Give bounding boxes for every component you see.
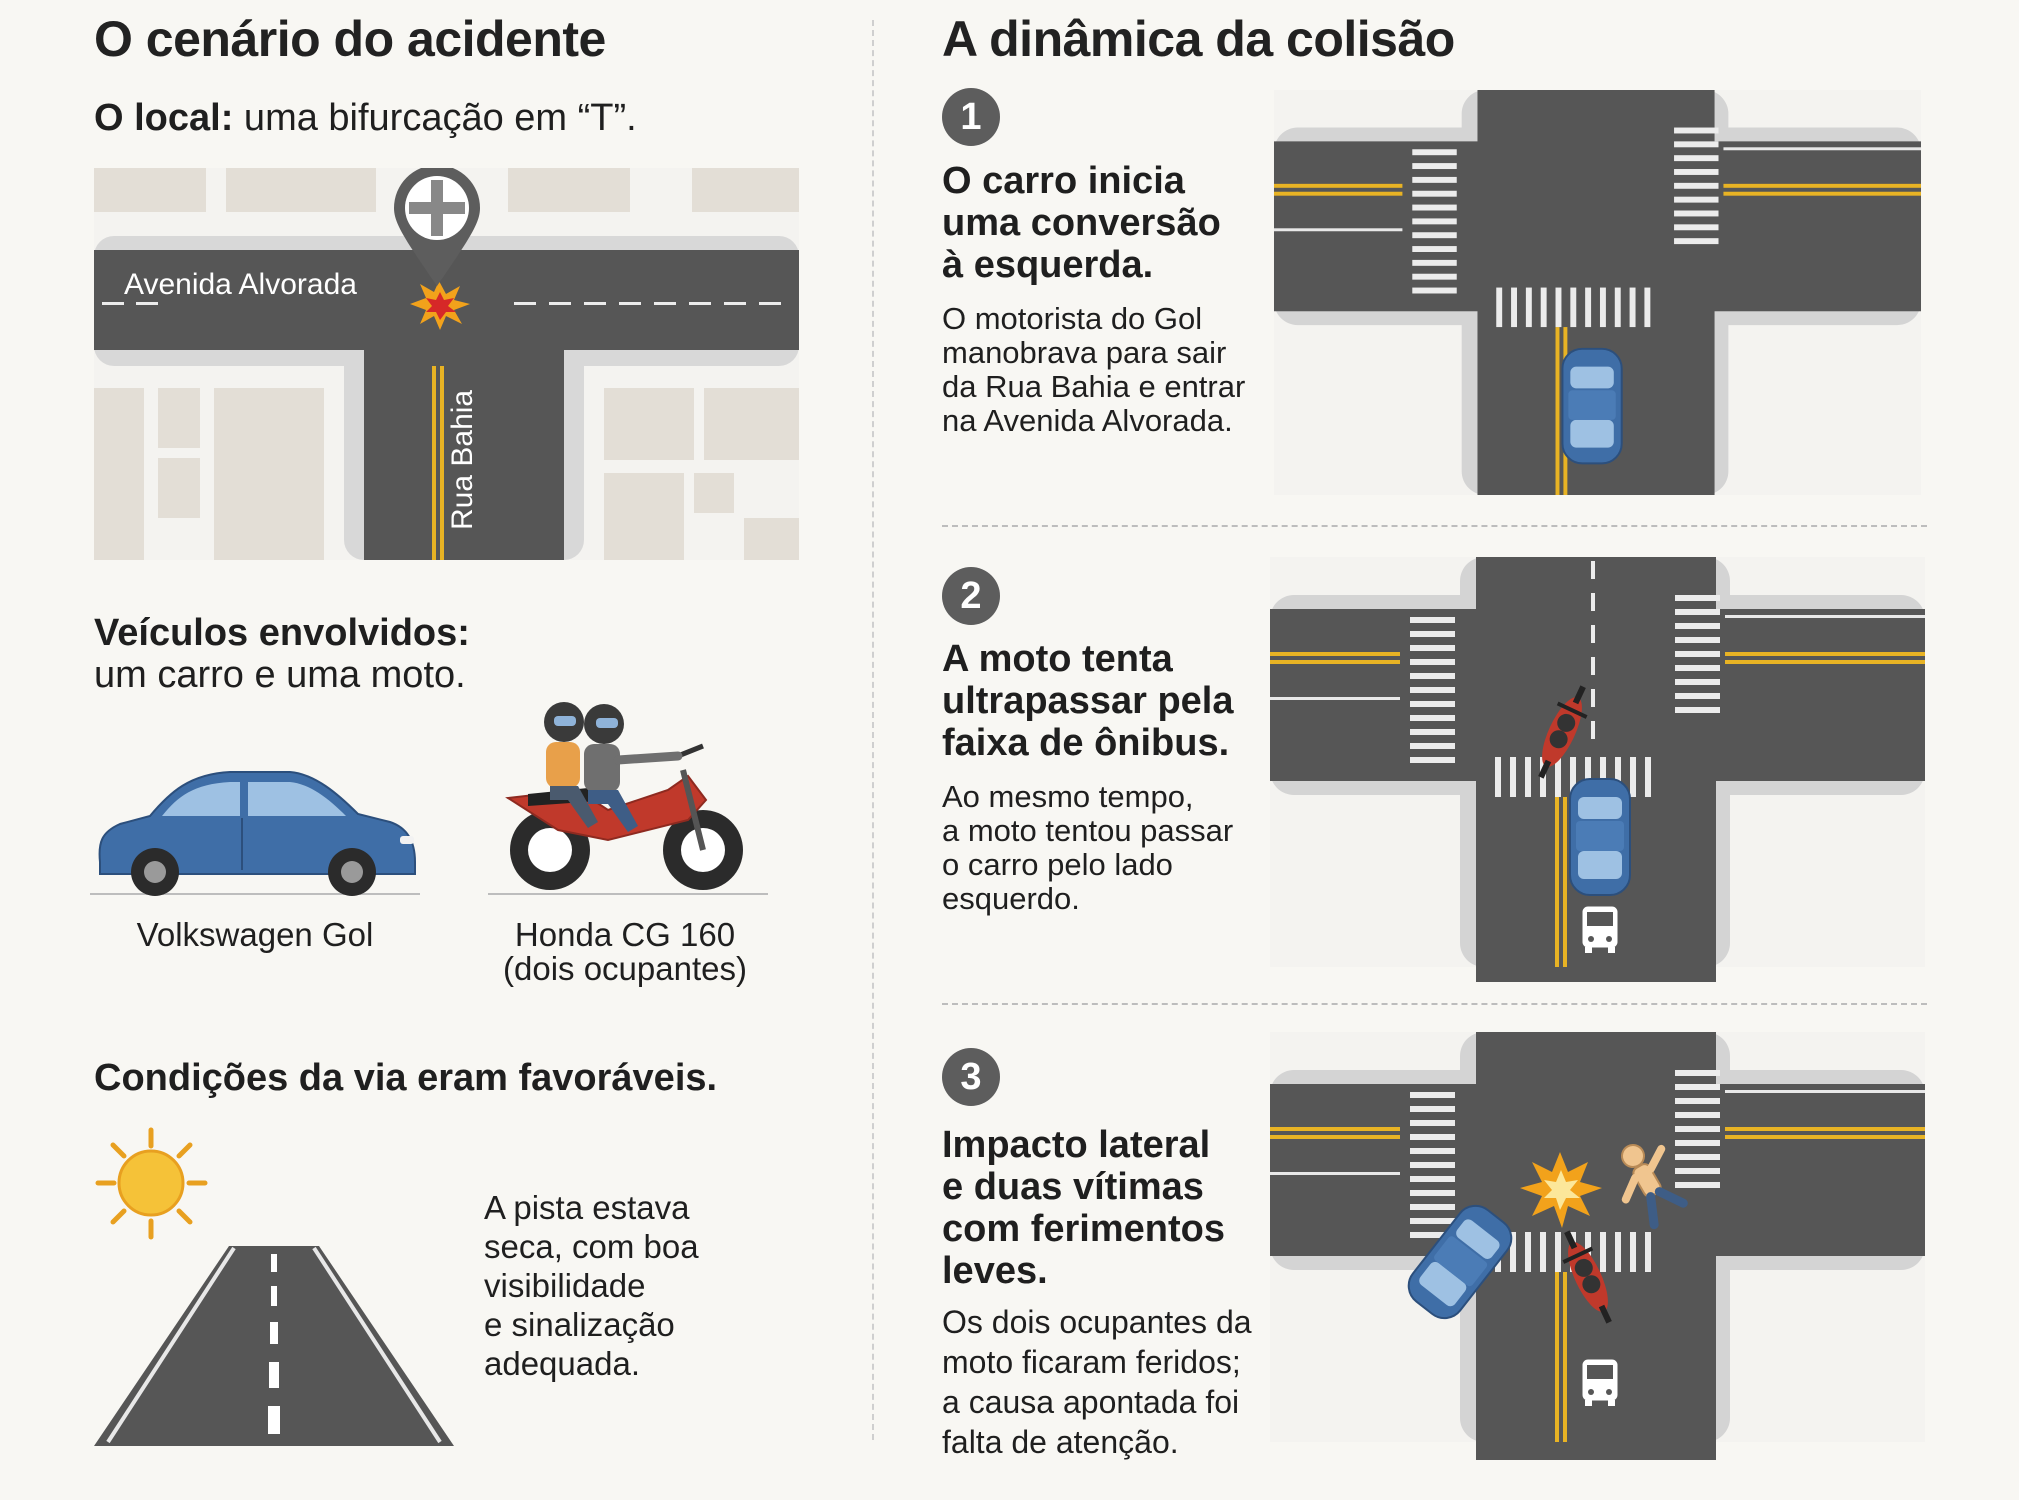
step-3-body-line: falta de atenção. bbox=[942, 1424, 1179, 1460]
column-divider bbox=[872, 20, 874, 1440]
step-2-body-line: o carro pelo lado bbox=[942, 847, 1173, 882]
road-icon bbox=[94, 1246, 454, 1446]
step-2-title-line: ultrapassar pela bbox=[942, 680, 1234, 722]
step-3-body-line: Os dois ocupantes da bbox=[942, 1304, 1252, 1340]
step-1-title-line: à esquerda. bbox=[942, 244, 1154, 286]
local-label: O local: bbox=[94, 97, 234, 139]
bus-lane-icon bbox=[1582, 1359, 1618, 1407]
step-3-title-line: com ferimentos bbox=[942, 1208, 1225, 1250]
step-3-title-line: leves. bbox=[942, 1250, 1048, 1292]
motorcycle-illustration bbox=[488, 702, 768, 895]
step-2-body: Ao mesmo tempo, a moto tentou passar o c… bbox=[942, 780, 1233, 916]
step-1-body-line: da Rua Bahia e entrar bbox=[942, 369, 1246, 404]
step-1-body-line: O motorista do Gol bbox=[942, 301, 1203, 336]
bus-lane-icon bbox=[1582, 906, 1618, 954]
moto-label-line1: Honda CG 160 bbox=[514, 916, 736, 953]
step-2-title: A moto tenta ultrapassar pela faixa de ô… bbox=[942, 638, 1233, 764]
sun-icon bbox=[95, 1127, 208, 1240]
step-2-body-line: Ao mesmo tempo, bbox=[942, 779, 1194, 814]
car-icon bbox=[1569, 778, 1631, 896]
vehicles-heading: Veículos envolvidos: um carro e uma moto… bbox=[94, 612, 470, 696]
step-1-body: O motorista do Gol manobrava para sair d… bbox=[942, 302, 1245, 438]
step-3-badge: 3 bbox=[942, 1048, 1000, 1106]
step-divider bbox=[942, 1003, 1927, 1005]
step-1-title-line: O carro inicia bbox=[942, 160, 1185, 202]
step-2-title-line: faixa de ônibus. bbox=[942, 722, 1230, 764]
conditions-line: visibilidade bbox=[484, 1267, 646, 1304]
step-1-diagram bbox=[1273, 90, 1922, 495]
step-divider bbox=[942, 525, 1927, 527]
conditions-line: A pista estava bbox=[484, 1189, 690, 1226]
step-2-diagram bbox=[1270, 557, 1925, 982]
vehicles-heading-bold: Veículos envolvidos: bbox=[94, 612, 470, 654]
conditions-heading: Condições da via eram favoráveis. bbox=[94, 1057, 718, 1099]
moto-label-line2: (dois ocupantes) bbox=[503, 950, 747, 987]
conditions-text: A pista estava seca, com boa visibilidad… bbox=[484, 1188, 699, 1383]
map-label-rua: Rua Bahia bbox=[446, 390, 479, 530]
map-label-avenida: Avenida Alvorada bbox=[124, 268, 357, 301]
conditions-line: adequada. bbox=[484, 1345, 640, 1382]
local-text: uma bifurcação em “T”. bbox=[233, 97, 637, 139]
left-title: O cenário do acidente bbox=[94, 11, 606, 67]
step-1-title-line: uma conversão bbox=[942, 202, 1221, 244]
impact-icon bbox=[1520, 1152, 1602, 1228]
step-2-body-line: esquerdo. bbox=[942, 881, 1080, 916]
step-1-body-line: na Avenida Alvorada. bbox=[942, 403, 1233, 438]
step-3-title-line: Impacto lateral bbox=[942, 1124, 1211, 1166]
step-3-body: Os dois ocupantes da moto ficaram ferido… bbox=[942, 1302, 1252, 1462]
step-3-diagram bbox=[1270, 1032, 1925, 1460]
conditions-line: e sinalização bbox=[484, 1306, 675, 1343]
conditions-line: seca, com boa bbox=[484, 1228, 699, 1265]
step-1-title: O carro inicia uma conversão à esquerda. bbox=[942, 160, 1221, 286]
step-1-badge: 1 bbox=[942, 88, 1000, 146]
car-label: Volkswagen Gol bbox=[136, 916, 374, 953]
step-3-title: Impacto lateral e duas vítimas com ferim… bbox=[942, 1124, 1225, 1292]
car-illustration bbox=[90, 771, 420, 896]
vehicles-sub: um carro e uma moto. bbox=[94, 654, 466, 696]
car-icon bbox=[1561, 347, 1623, 465]
step-2-title-line: A moto tenta bbox=[942, 638, 1173, 680]
step-3-title-line: e duas vítimas bbox=[942, 1166, 1204, 1208]
right-title: A dinâmica da colisão bbox=[942, 11, 1455, 67]
victim-icon bbox=[1621, 1144, 1688, 1230]
local-line: O local: uma bifurcação em “T”. bbox=[94, 97, 637, 139]
location-map: Avenida Alvorada Rua Bahia bbox=[94, 168, 799, 560]
step-2-badge: 2 bbox=[942, 567, 1000, 625]
step-1-body-line: manobrava para sair bbox=[942, 335, 1227, 370]
step-3-body-line: moto ficaram feridos; bbox=[942, 1344, 1241, 1380]
step-2-body-line: a moto tentou passar bbox=[942, 813, 1234, 848]
step-3-body-line: a causa apontada foi bbox=[942, 1384, 1240, 1420]
moto-label: Honda CG 160 (dois ocupantes) bbox=[470, 918, 780, 986]
